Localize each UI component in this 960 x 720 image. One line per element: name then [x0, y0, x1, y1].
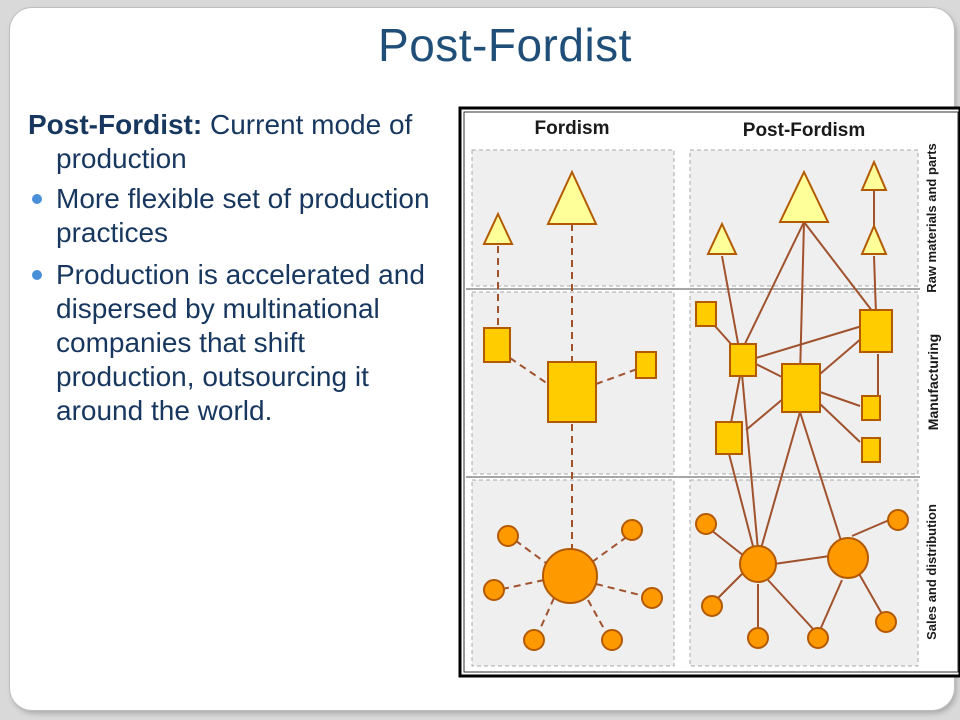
circle-icon — [497, 525, 519, 547]
square-icon — [729, 343, 757, 377]
circle-icon — [827, 537, 869, 579]
square-icon — [547, 361, 597, 423]
row-label-manufacturing: Manufacturing — [925, 334, 941, 430]
circle-icon — [695, 513, 717, 535]
circle-icon — [739, 545, 777, 583]
square-icon — [483, 327, 511, 363]
bullet-dot-icon — [32, 194, 42, 204]
post-fordism-links — [705, 190, 895, 632]
square-icon — [861, 395, 881, 421]
bullet-item: Production is accelerated and dispersed … — [28, 258, 443, 428]
bullet-text: More flexible set of production practice… — [56, 183, 430, 248]
circle-icon — [701, 595, 723, 617]
triangle-icon — [482, 211, 514, 245]
column-header-post-fordism: Post-Fordism — [743, 120, 865, 141]
lead-term: Post-Fordist: — [28, 109, 203, 140]
circle-icon — [601, 629, 623, 651]
square-icon — [861, 437, 881, 463]
square-icon — [695, 301, 717, 327]
fordism-diagram-svg: Fordism Post-Fordism Raw materials and p… — [458, 106, 960, 678]
square-icon — [859, 309, 893, 353]
circle-icon — [483, 579, 505, 601]
column-header-fordism: Fordism — [535, 118, 610, 139]
circle-icon — [747, 627, 769, 649]
triangle-icon — [546, 169, 598, 225]
square-icon — [635, 351, 657, 379]
row-label-raw-materials: Raw materials and parts — [924, 143, 939, 293]
bullet-dot-icon — [32, 270, 42, 280]
bullet-item: More flexible set of production practice… — [28, 182, 443, 250]
square-icon — [781, 363, 821, 413]
fordism-diagram: Fordism Post-Fordism Raw materials and p… — [458, 106, 960, 678]
triangle-icon — [860, 223, 888, 255]
lead-paragraph: Post-Fordist: Current mode of production — [28, 108, 443, 176]
circle-icon — [887, 509, 909, 531]
circle-icon — [807, 627, 829, 649]
triangle-icon — [778, 169, 830, 223]
circle-icon — [875, 611, 897, 633]
circle-icon — [523, 629, 545, 651]
fordism-links — [497, 224, 645, 639]
bullet-list: More flexible set of production practice… — [28, 182, 443, 428]
circle-icon — [641, 587, 663, 609]
panel-post-fordism-sales — [689, 479, 919, 667]
lead-definition: Current mode of production — [56, 109, 413, 174]
diagram-inner-frame — [463, 111, 959, 673]
slide-body: Post-Fordist: Current mode of production… — [28, 108, 443, 436]
square-icon — [715, 421, 743, 455]
row-label-sales-distribution: Sales and distribution — [924, 504, 939, 640]
triangle-icon — [706, 221, 738, 255]
triangle-icon — [860, 159, 888, 191]
circle-icon — [621, 519, 643, 541]
bullet-text: Production is accelerated and dispersed … — [56, 259, 425, 426]
circle-icon — [542, 548, 598, 604]
slide-title: Post-Fordist — [378, 19, 632, 71]
